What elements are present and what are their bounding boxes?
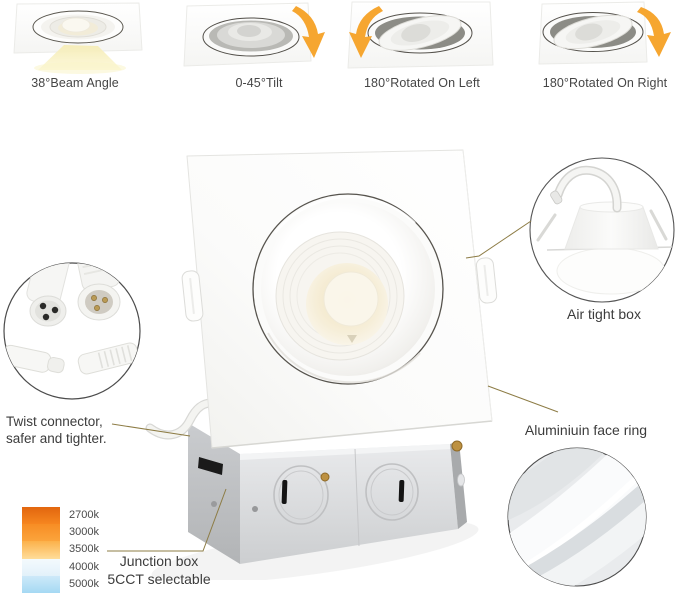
cct-row: 4000k [22,558,99,576]
face-ring-closeup-photo [507,447,647,587]
twist-connector-label-line2: safer and tighter. [6,431,107,446]
light-face [556,247,666,295]
rotate-left-arrow-icon [349,6,383,58]
cct-swatch-3000k [22,524,60,542]
cct-label: 2700k [69,509,99,521]
twist-connector-label: Twist connector, safer and tighter. [6,413,107,447]
connector-cable [145,398,223,440]
box-body [564,206,659,250]
main-product-photo [145,149,498,580]
cct-swatch-4000k [22,558,60,576]
feature-label-tilt: 0-45°Tilt [235,76,283,90]
air-tight-box-label: Air tight box [567,306,641,322]
tilt-down-arrow-icon [292,6,325,58]
cct-label: 4000k [69,560,99,573]
plug-body-left [4,344,65,374]
spring-clip-left [181,270,204,322]
spring-clip [536,213,557,242]
cct-label: 3000k [69,526,99,539]
junction-box-side-slot [198,457,223,475]
cct-row: 3000k [22,524,99,542]
cct-row: 2700k [22,507,99,525]
beam-angle-photo [13,2,143,74]
cct-label: 5000k [69,577,99,590]
cct-swatch-3500k [22,541,60,559]
knockout-left [273,465,329,525]
cct-legend: 2700k 3000k 3500k 4000k 5000k [22,507,99,593]
knockout-right [365,463,419,521]
junction-box-label-line2: 5CCT selectable [107,570,211,587]
twist-connector-label-line1: Twist connector, [6,414,103,429]
junction-box-label-line1: Junction box [119,553,199,569]
gimbal-lens [252,193,444,385]
spring-clip [649,209,668,241]
brass-screw [451,440,463,452]
cct-swatch-5000k [22,575,60,593]
tilt-photo [183,2,325,67]
rotate-right-arrow-icon [637,7,671,57]
brass-screw [320,472,330,482]
cct-label: 3500k [69,543,99,556]
junction-box-label: Junction box 5CCT selectable [83,553,235,588]
feature-label-rotate-left: 180°Rotated On Left [363,76,480,90]
twist-connector-photo [3,262,141,400]
cct-row: 5000k [22,575,99,593]
cct-row: 3500k [22,541,99,559]
rotate-left-photo [347,1,494,69]
plug-body-right [77,342,139,375]
cct-swatch-2700k [22,507,60,525]
face-ring-label: Aluminiuin face ring [524,422,648,438]
feature-label-beam: 38°Beam Angle [31,76,119,90]
feature-label-rotate-right: 180°Rotated On Right [542,76,668,90]
air-tight-box-photo [529,157,675,303]
rotate-right-photo [538,1,671,65]
